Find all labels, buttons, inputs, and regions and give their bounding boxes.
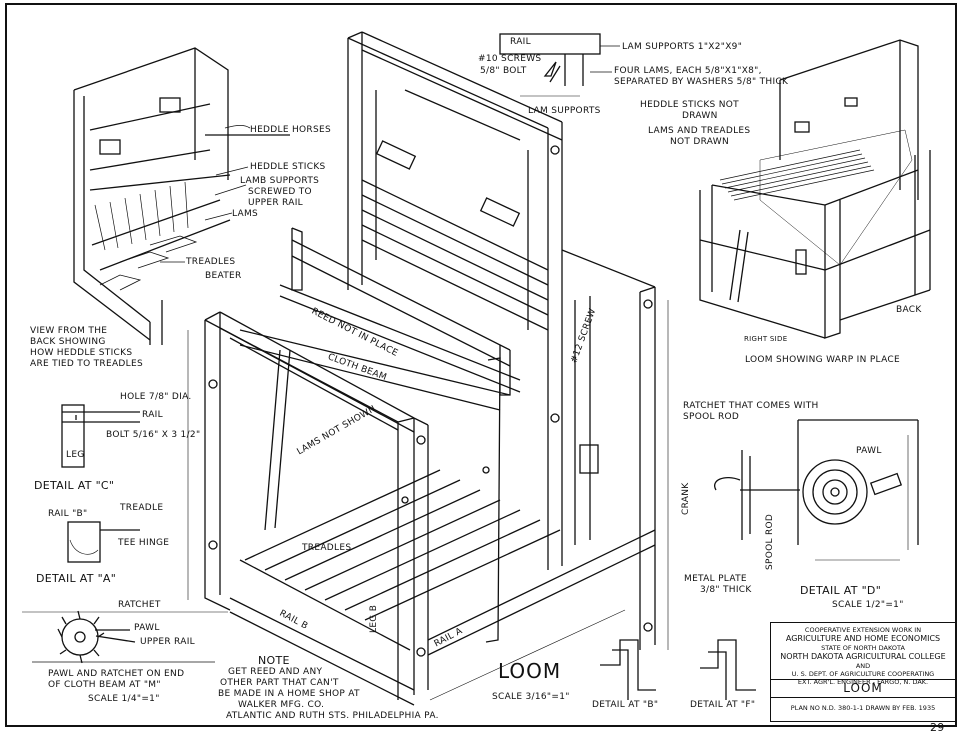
tb-name: LOOM bbox=[771, 680, 955, 698]
label-lams: LAMS bbox=[232, 209, 259, 219]
ratchet-detail-d bbox=[714, 419, 919, 561]
main-loom-frame bbox=[187, 31, 669, 706]
label-lamb-supports: LAMB SUPPORTS bbox=[240, 176, 320, 186]
ratchet-gear bbox=[57, 610, 136, 664]
label-pawl-caption-2: OF CLOTH BEAM AT "M" bbox=[48, 680, 161, 690]
label-screws10: #10 SCREWS bbox=[478, 54, 542, 64]
label-lam-supports-title: LAM SUPPORTS bbox=[528, 106, 601, 116]
label-bolt: 5/8" BOLT bbox=[480, 66, 527, 76]
label-loom-warp: LOOM SHOWING WARP IN PLACE bbox=[745, 355, 900, 365]
label-back: BACK bbox=[896, 305, 922, 315]
label-view-back-1: VIEW FROM THE bbox=[30, 326, 108, 336]
label-heddle-horses: HEDDLE HORSES bbox=[250, 125, 331, 135]
label-view-back-3: HOW HEDDLE STICKS bbox=[30, 348, 133, 358]
lam-supports-detail bbox=[499, 33, 620, 97]
label-lams-treadles-2: NOT DRAWN bbox=[670, 137, 729, 147]
label-hole: HOLE 7/8" DIA. bbox=[120, 392, 192, 402]
label-metal-plate: METAL PLATE bbox=[684, 574, 747, 584]
label-pawl: PAWL bbox=[856, 446, 882, 456]
loom-title: LOOM bbox=[498, 659, 562, 683]
label-ratchet-spool-2: SPOOL ROD bbox=[683, 412, 740, 422]
label-tee-hinge: TEE HINGE bbox=[118, 538, 170, 548]
label-rail-c: RAIL bbox=[142, 410, 163, 420]
tb-line-4: NORTH DAKOTA AGRICULTURAL COLLEGE bbox=[780, 652, 946, 661]
label-lams-treadles-1: LAMS AND TREADLES bbox=[648, 126, 751, 136]
label-ratchet: RATCHET bbox=[118, 600, 161, 610]
label-upper-rail: UPPER RAIL bbox=[248, 198, 303, 208]
tb-line-2: AGRICULTURE AND HOME ECONOMICS bbox=[785, 634, 941, 643]
note-line-5: ATLANTIC AND RUTH STS. PHILADELPHIA PA. bbox=[226, 711, 439, 721]
label-detail-f: DETAIL AT "F" bbox=[690, 700, 756, 710]
label-leg: LEG bbox=[66, 450, 85, 460]
label-detail-d: DETAIL AT "D" bbox=[800, 584, 882, 597]
label-bolt-c: BOLT 5/16" x 3 1/2" bbox=[106, 430, 201, 440]
label-pawl-caption-1: PAWL AND RATCHET ON END bbox=[48, 669, 185, 679]
detail-b-f bbox=[600, 639, 756, 700]
label-right-side: RIGHT SIDE bbox=[744, 335, 788, 343]
label-view-back-2: BACK SHOWING bbox=[30, 337, 106, 347]
label-pawl2: PAWL bbox=[134, 623, 160, 633]
label-beater: BEATER bbox=[205, 271, 242, 281]
label-heddle-not-drawn-2: DRAWN bbox=[682, 111, 718, 121]
label-spool-rod: SPOOL ROD bbox=[765, 513, 775, 570]
tb-line-1: COOPERATIVE EXTENSION WORK IN bbox=[804, 626, 922, 634]
warp-loom-sketch bbox=[699, 39, 931, 339]
label-scale-12: SCALE 1/2"=1" bbox=[832, 600, 904, 610]
label-scale-316: SCALE 3/16"=1" bbox=[492, 692, 570, 702]
label-heddle-not-drawn-1: HEDDLE STICKS NOT bbox=[640, 100, 739, 110]
label-leg-b: LEG B bbox=[369, 604, 379, 633]
label-treadles: TREADLES bbox=[186, 257, 236, 267]
tb-date: FEB. 1935 bbox=[902, 704, 936, 712]
label-rail-top: RAIL bbox=[510, 37, 531, 47]
label-view-back-4: ARE TIED TO TREADLES bbox=[30, 359, 143, 369]
label-heddle-sticks: HEDDLE STICKS bbox=[250, 162, 326, 172]
label-detail-a: DETAIL AT "A" bbox=[36, 572, 117, 585]
tb-line-3: STATE OF NORTH DAKOTA bbox=[821, 644, 905, 652]
label-scale-14: SCALE 1/4"=1" bbox=[88, 694, 160, 704]
page-number: 29 bbox=[930, 721, 945, 734]
label-separated: SEPARATED BY WASHERS 5/8" THICK bbox=[614, 77, 789, 87]
label-detail-b: DETAIL AT "B" bbox=[592, 700, 659, 710]
note-line-1: GET REED AND ANY bbox=[228, 667, 323, 677]
note-heading: NOTE bbox=[258, 654, 290, 667]
note-line-2: OTHER PART THAT CAN'T bbox=[220, 678, 339, 688]
label-four-lams: FOUR LAMS, EACH 5/8"x1"x8", bbox=[614, 66, 762, 76]
label-treadles-main: TREADLES bbox=[302, 543, 352, 553]
title-block: COOPERATIVE EXTENSION WORK IN AGRICULTUR… bbox=[770, 622, 956, 722]
label-lam-supports-dim: LAM SUPPORTS 1"x2"x9" bbox=[622, 42, 743, 52]
label-ratchet-spool-1: RATCHET THAT COMES WITH bbox=[683, 401, 819, 411]
label-upper-rail2: UPPER RAIL bbox=[140, 637, 195, 647]
tb-line-5: AND bbox=[855, 662, 871, 670]
label-detail-c: DETAIL AT "C" bbox=[34, 479, 115, 492]
detail-c-drawing bbox=[61, 404, 140, 468]
back-view-sketch bbox=[73, 47, 290, 345]
label-crank: CRANK bbox=[681, 482, 691, 515]
tb-line-7: EXT. AGR'L. ENGINEER - FARGO, N. DAK. bbox=[797, 678, 929, 686]
label-screwed-to: SCREWED TO bbox=[248, 187, 312, 197]
tb-plan: PLAN NO N.D. 380-1-1 DRAWN BY bbox=[790, 704, 901, 712]
detail-a-drawing bbox=[67, 521, 140, 563]
label-thick: 3/8" THICK bbox=[700, 585, 752, 595]
note-line-4: WALKER MFG. CO. bbox=[238, 700, 325, 710]
label-treadle-a: TREADLE bbox=[120, 503, 164, 513]
note-line-3: BE MADE IN A HOME SHOP AT bbox=[218, 689, 360, 699]
label-rail-b-a: RAIL "B" bbox=[48, 509, 88, 519]
tb-line-6: U. S. DEPT. OF AGRICULTURE COOPERATING bbox=[791, 670, 935, 678]
